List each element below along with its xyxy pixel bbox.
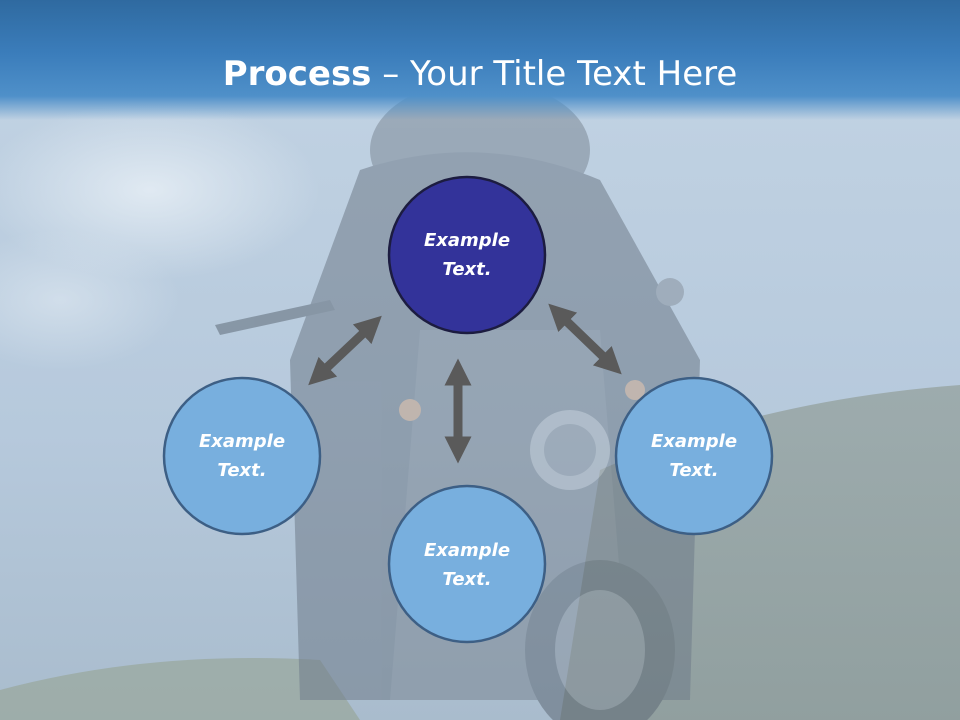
node-bottom[interactable]: Example Text.	[387, 484, 547, 644]
node-right-line1: Example	[651, 431, 737, 452]
node-right-line2: Text.	[669, 460, 718, 481]
node-top-line1: Example	[424, 230, 510, 251]
node-top-line2: Text.	[442, 259, 491, 280]
title-bar	[0, 0, 960, 120]
node-left-line1: Example	[199, 431, 285, 452]
node-bottom-line1: Example	[424, 540, 510, 561]
node-left-line2: Text.	[217, 460, 266, 481]
node-left[interactable]: Example Text.	[162, 376, 322, 536]
title-rest: – Your Title Text Here	[371, 54, 738, 94]
double-arrow-icon-right	[548, 303, 622, 375]
node-right[interactable]: Example Text.	[614, 376, 774, 536]
page-title[interactable]: Process – Your Title Text Here	[0, 52, 960, 96]
node-bottom-line2: Text.	[442, 569, 491, 590]
node-top[interactable]: Example Text.	[387, 175, 547, 335]
double-arrow-icon-left	[308, 315, 382, 386]
title-bold: Process	[222, 54, 372, 94]
